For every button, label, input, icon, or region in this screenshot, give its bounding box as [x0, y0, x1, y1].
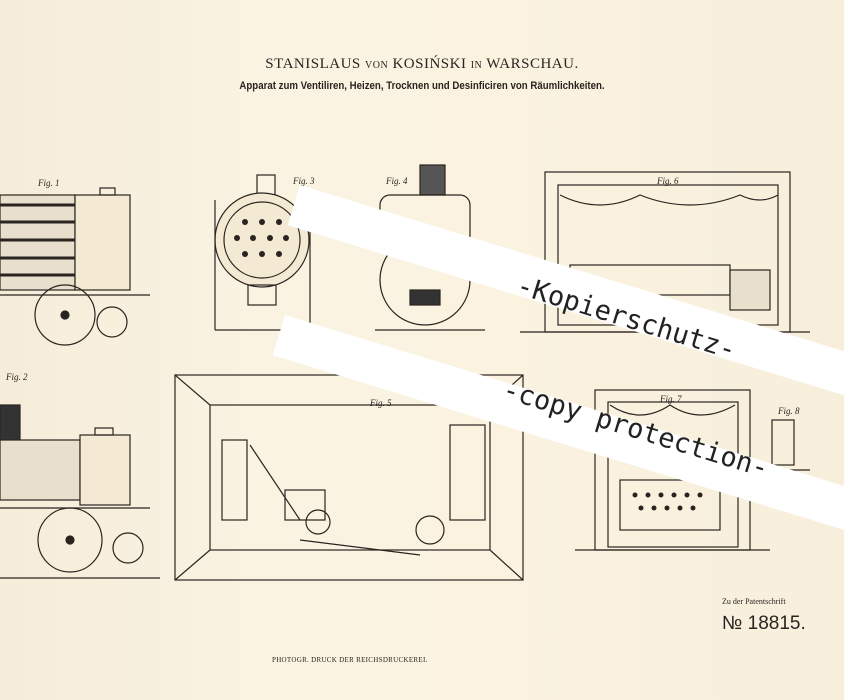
- figure-8-drawing: [771, 419, 810, 471]
- fig-4-label: Fig. 4: [386, 176, 408, 186]
- figure-1-drawing: [0, 187, 150, 346]
- fig-3-label: Fig. 3: [293, 176, 315, 186]
- city: WARSCHAU.: [486, 56, 579, 72]
- fig-5-label: Fig. 5: [370, 398, 392, 408]
- inventor-line: STANISLAUS VON KOSIŃSKI IN WARSCHAU.: [0, 56, 844, 73]
- patent-reference: Zu der Patentschrift: [722, 597, 786, 606]
- von: VON: [365, 60, 389, 71]
- patent-number: № 18815.: [722, 613, 806, 634]
- figure-7-drawing: [575, 389, 770, 551]
- fig-7-label: Fig. 7: [660, 394, 682, 404]
- inventor-last: KOSIŃSKI: [392, 56, 467, 72]
- fig-1-label: Fig. 1: [38, 178, 60, 188]
- in: IN: [470, 60, 483, 71]
- patent-subtitle: Apparat zum Ventiliren, Heizen, Trocknen…: [239, 80, 605, 92]
- figure-3-drawing: [214, 174, 311, 331]
- printer-credit: PHOTOGR. DRUCK DER REICHSDRUCKEREI.: [272, 656, 428, 664]
- fig-8-label: Fig. 8: [778, 406, 800, 416]
- fig-2-label: Fig. 2: [6, 372, 28, 382]
- inventor-first: STANISLAUS: [265, 56, 361, 72]
- fig-6-label: Fig. 6: [657, 176, 679, 186]
- figure-2-drawing: [0, 404, 160, 579]
